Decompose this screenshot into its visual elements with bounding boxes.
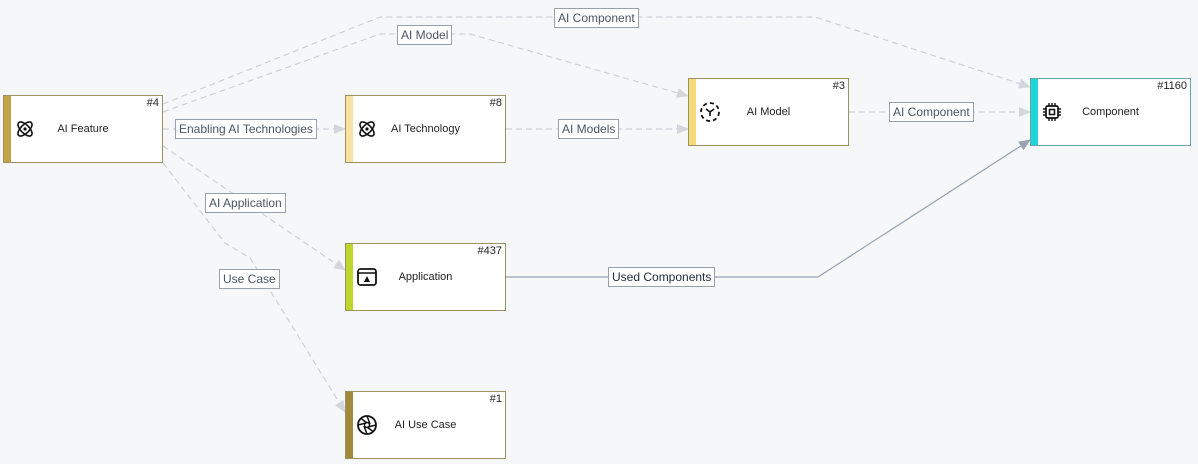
node-ai-model[interactable]: #3 AI Model <box>688 78 849 146</box>
chip-icon <box>1041 101 1063 123</box>
node-stripe <box>689 79 696 145</box>
node-stripe <box>346 392 353 458</box>
edge-label-feature-to-technology: Enabling AI Technologies <box>175 119 317 139</box>
node-stripe <box>4 96 11 162</box>
edge-feature-to-component[interactable] <box>162 16 1031 105</box>
node-number: #8 <box>489 97 502 109</box>
edge-label-application-to-component: Used Components <box>608 267 716 287</box>
node-number: #4 <box>146 97 159 109</box>
node-ai-use-case[interactable]: #1 AI Use Case <box>345 391 506 459</box>
node-label: AI Technology <box>391 123 460 135</box>
edge-label-feature-to-use-case: Use Case <box>219 269 280 289</box>
edge-label-technology-to-model: AI Models <box>558 119 620 139</box>
edge-feature-to-use-case[interactable] <box>162 162 346 413</box>
edge-label-feature-to-component: AI Component <box>554 8 639 28</box>
edge-label-feature-to-application: AI Application <box>205 193 286 213</box>
node-number: #437 <box>477 245 502 257</box>
node-ai-feature[interactable]: #4 AI Feature <box>3 95 163 163</box>
node-label: AI Feature <box>57 123 109 135</box>
node-number: #1 <box>489 393 502 405</box>
node-label: AI Model <box>746 106 791 118</box>
node-label: Component <box>1082 106 1139 118</box>
node-number: #1160 <box>1157 80 1187 92</box>
edge-label-feature-to-model: AI Model <box>397 25 453 45</box>
node-stripe <box>346 244 353 310</box>
atom-icon <box>14 118 36 140</box>
node-label: Application <box>398 271 453 283</box>
node-component[interactable]: #1160 Component <box>1030 78 1191 146</box>
edge-label-model-to-component: AI Component <box>889 102 974 122</box>
node-ai-technology[interactable]: #8 AI Technology <box>345 95 506 163</box>
aperture-icon <box>356 414 378 436</box>
node-number: #3 <box>832 80 845 92</box>
app-window-icon <box>356 266 378 288</box>
model-icon <box>699 101 721 123</box>
node-label: AI Use Case <box>394 419 457 431</box>
node-stripe <box>1031 79 1038 145</box>
node-stripe <box>346 96 353 162</box>
node-application[interactable]: #437 Application <box>345 243 506 311</box>
atom-icon <box>356 118 378 140</box>
edge-application-to-component[interactable] <box>506 139 1031 278</box>
